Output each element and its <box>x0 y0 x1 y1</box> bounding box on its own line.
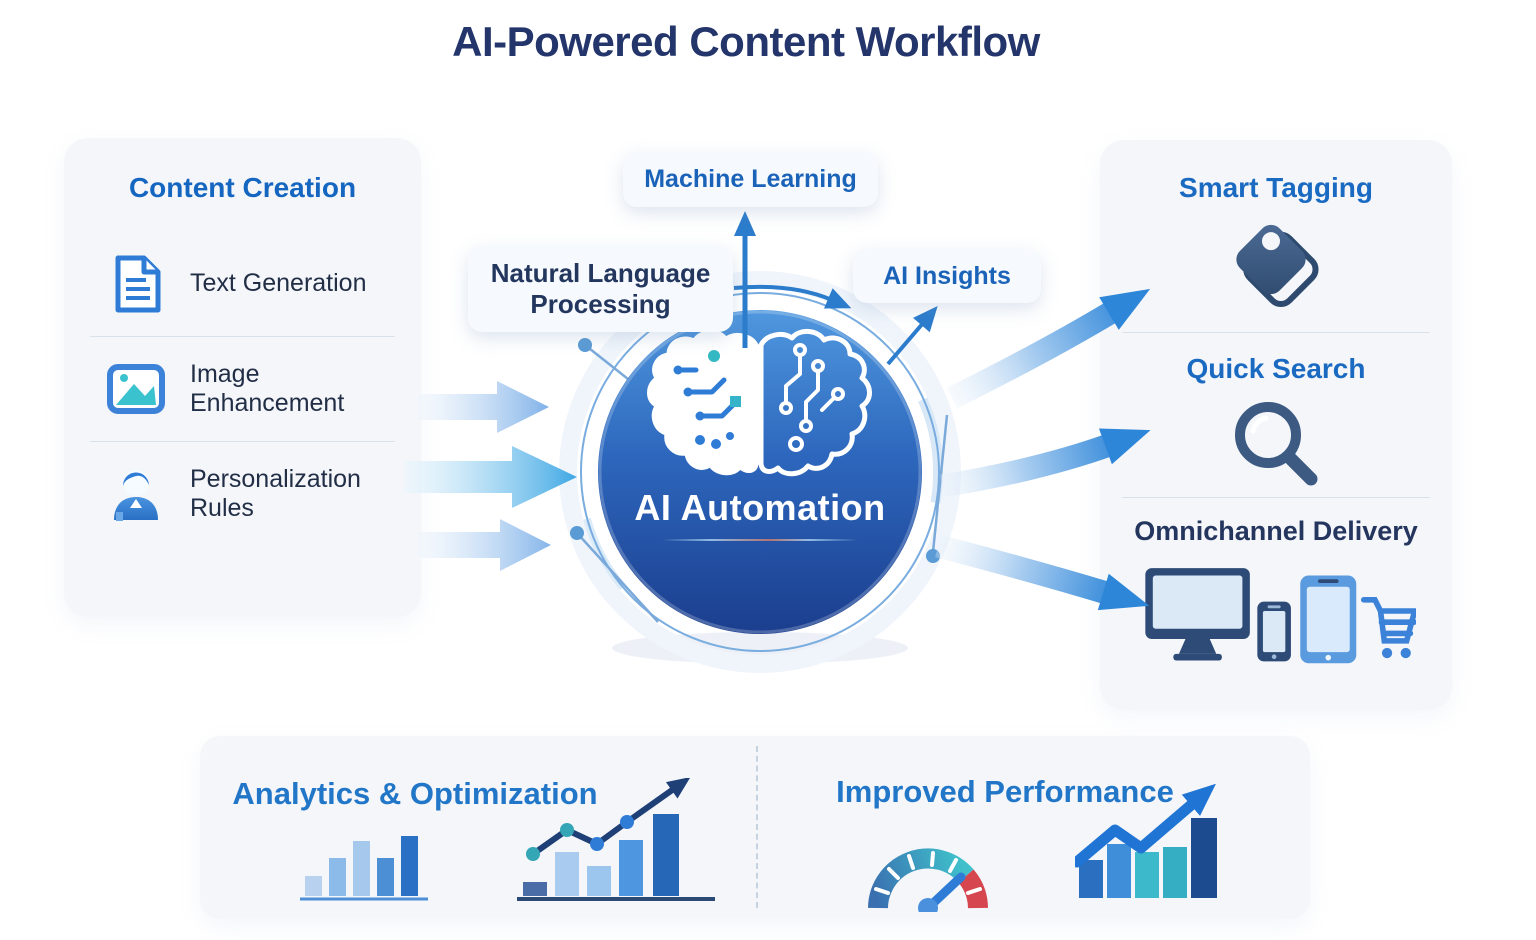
output-arrow-quick-search <box>940 428 1151 498</box>
devices-icons <box>1145 568 1416 664</box>
callout-machine-learning: Machine Learning <box>623 152 878 207</box>
outer-thin-ring <box>580 292 940 652</box>
analytics-optimization-header: Analytics & Optimization <box>232 776 598 811</box>
monitor-icon <box>1145 568 1250 661</box>
list-item-image-enhancement: Image Enhancement <box>64 343 421 435</box>
item-label: Text Generation <box>190 269 367 298</box>
results-panel: Analytics & Optimization Improved Perfor… <box>200 736 1310 919</box>
section-smart-tagging: Smart Tagging <box>1100 140 1452 328</box>
list-item-personalization-rules: Personalization Rules <box>64 448 421 540</box>
outer-halo-ring <box>559 271 961 673</box>
omnichannel-delivery-header: Omnichannel Delivery <box>1134 516 1418 546</box>
content-creation-header: Content Creation <box>128 172 357 203</box>
input-arrow-bottom <box>418 519 551 571</box>
section-omnichannel-delivery: Omnichannel Delivery <box>1100 516 1452 667</box>
page-title: AI-Powered Content Workflow <box>452 18 1040 65</box>
input-arrow-top <box>418 381 549 433</box>
ring-highlight-arc <box>581 517 626 592</box>
divider <box>90 336 395 337</box>
trend-chart-icon <box>517 778 715 901</box>
divider <box>90 441 395 442</box>
phone-icon <box>1257 601 1291 662</box>
list-item-text-generation: Text Generation <box>64 238 421 330</box>
node-connector-lines <box>576 344 949 623</box>
callout-ai-insights: AI Insights <box>853 249 1041 303</box>
smart-tagging-header: Smart Tagging <box>1179 172 1373 203</box>
arrow-ai-insights <box>886 306 938 366</box>
output-arrow-smart-tagging <box>946 288 1151 409</box>
document-icon <box>115 255 161 313</box>
item-label: Image Enhancement <box>190 359 345 418</box>
gauge-icon <box>868 848 988 912</box>
bar-chart-icon <box>300 836 428 901</box>
outputs-panel: Smart Tagging Quick Se <box>1100 140 1452 710</box>
dashed-divider <box>756 746 758 908</box>
tag-icon <box>1236 224 1319 308</box>
callout-natural-language-processing: Natural Language Processing <box>468 246 733 332</box>
image-icon <box>107 364 165 414</box>
node-dot <box>570 526 584 540</box>
output-arrow-omnichannel <box>935 534 1150 611</box>
quick-search-header: Quick Search <box>1186 353 1366 384</box>
inner-ring <box>598 310 922 634</box>
ai-automation-circle <box>598 310 922 634</box>
tablet-icon <box>1300 575 1357 664</box>
divider <box>1122 497 1430 498</box>
section-quick-search: Quick Search <box>1100 353 1452 493</box>
content-creation-panel: Content Creation Text Generation Image E… <box>64 138 421 617</box>
search-icon <box>1235 402 1318 486</box>
circle-shadow <box>612 632 908 664</box>
center-underline <box>662 539 858 541</box>
node-dot <box>578 338 592 352</box>
item-label: Personalization Rules <box>190 464 361 523</box>
brain-circuit-icon <box>647 329 872 477</box>
arrow-ml-to-insights <box>733 284 852 309</box>
input-arrow-middle <box>404 446 577 508</box>
node-dot <box>926 549 940 563</box>
ai-automation-label: AI Automation <box>634 487 886 528</box>
cart-icon <box>1360 597 1416 659</box>
person-icon <box>114 470 158 521</box>
improved-performance-header: Improved Performance <box>836 774 1174 809</box>
divider <box>1122 332 1430 333</box>
growth-chart-icon <box>1075 784 1217 898</box>
